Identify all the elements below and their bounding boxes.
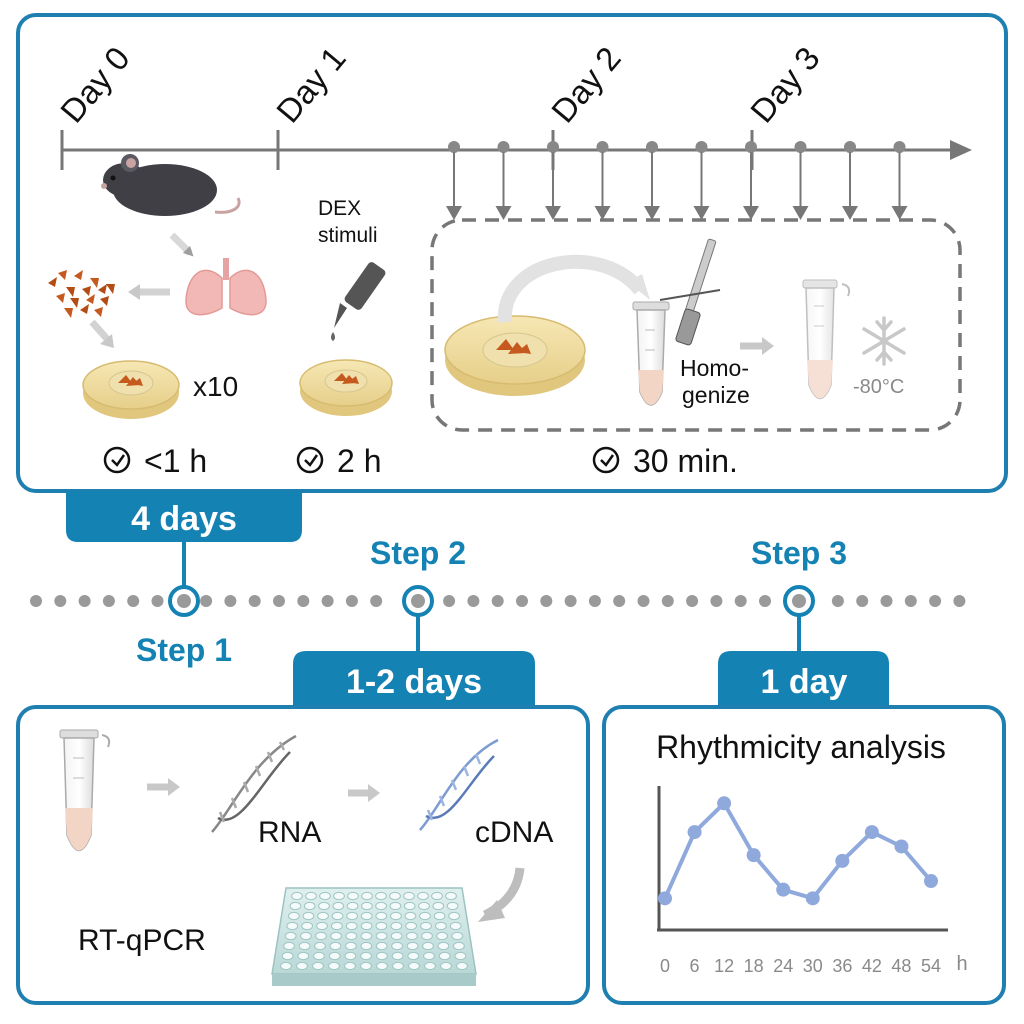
series-line (663, 800, 933, 901)
snowflake-icon (862, 316, 906, 366)
tab-step2 (293, 651, 535, 707)
data-point (864, 825, 879, 840)
homogenize-label-line1: Homo- (680, 355, 749, 381)
sampling-point (842, 141, 858, 220)
step3-label: Step 3 (751, 535, 847, 571)
tissue-pieces-icon (48, 270, 115, 318)
rhythmicity-title: Rhythmicity analysis (656, 729, 946, 765)
rtqpcr-label: RT-qPCR (78, 924, 206, 957)
sampling-point (545, 141, 561, 220)
tube-icon (59, 729, 111, 852)
dex-label-line2: stimuli (318, 224, 378, 247)
tab-step3-label: 1 day (761, 663, 848, 701)
x-tick-label: 36 (832, 956, 852, 976)
clock-icon (296, 446, 324, 474)
data-point (776, 882, 791, 897)
step-dotted-line (30, 595, 966, 607)
culture-dish-2 (299, 359, 393, 416)
step1-panel (16, 13, 1008, 493)
data-point (717, 796, 732, 811)
clock-icon (103, 446, 131, 474)
arrow-mouse-to-lung (169, 232, 194, 257)
tab-step2-label: 1-2 days (346, 663, 482, 701)
x-tick-label: 12 (714, 956, 734, 976)
dex-label-line1: DEX (318, 197, 361, 220)
mouse-illustration (101, 154, 241, 216)
tube-icon-frozen (802, 279, 851, 400)
dropper-icon (331, 262, 386, 341)
timeline-arrowhead (950, 140, 972, 160)
culture-dish-1 (82, 360, 180, 419)
sampling-point (495, 141, 512, 220)
tab-step1 (66, 491, 302, 542)
duration-3: 30 min. (633, 443, 738, 479)
x-tick-label: 54 (921, 956, 941, 976)
data-point (658, 891, 672, 906)
tab-step3 (718, 651, 889, 707)
sampling-points (446, 141, 908, 220)
rna-helix-icon (211, 734, 297, 833)
x-tick-label: 6 (690, 956, 700, 976)
arrow-tissue-to-dish (89, 319, 111, 343)
lung-icon (185, 258, 267, 316)
tab-step1-label: 4 days (131, 500, 237, 538)
freeze-temperature: -80°C (853, 376, 904, 398)
sampling-point (792, 141, 809, 220)
x-tick-label: 30 (803, 956, 823, 976)
data-point (805, 891, 820, 906)
step1-label: Step 1 (136, 632, 232, 668)
sampling-point (743, 141, 759, 220)
x-tick-label: 18 (744, 956, 764, 976)
data-point (894, 839, 909, 854)
data-point (687, 825, 702, 840)
x-tick-label: 42 (862, 956, 882, 976)
data-point (835, 853, 850, 868)
replicate-label: x10 (193, 371, 238, 402)
sampling-box (430, 218, 962, 432)
homogenizer-icon (659, 238, 721, 346)
x-tick-label: 0 (660, 956, 670, 976)
sampling-point (644, 141, 660, 220)
duration-1: <1 h (144, 443, 207, 479)
data-point (746, 848, 761, 863)
step2-label: Step 2 (370, 535, 466, 571)
data-point (924, 874, 938, 889)
sampling-point (891, 141, 908, 220)
rna-label: RNA (258, 816, 321, 849)
duration-2: 2 h (337, 443, 381, 479)
cdna-label: cDNA (475, 816, 553, 849)
cdna-helix-icon (419, 738, 499, 831)
x-tick-label: 48 (891, 956, 911, 976)
transfer-arrow (497, 254, 646, 323)
pcr-plate-icon (271, 887, 477, 986)
sampling-point (446, 141, 462, 220)
culture-dish-3 (444, 315, 586, 396)
clock-icon (592, 446, 620, 474)
sampling-point (693, 141, 710, 220)
homogenize-label-line2: genize (682, 382, 750, 408)
x-unit-label: h (956, 953, 967, 975)
x-tick-label: 24 (773, 956, 793, 976)
sampling-point (594, 141, 611, 220)
tube-icon-homogenize (632, 301, 670, 406)
